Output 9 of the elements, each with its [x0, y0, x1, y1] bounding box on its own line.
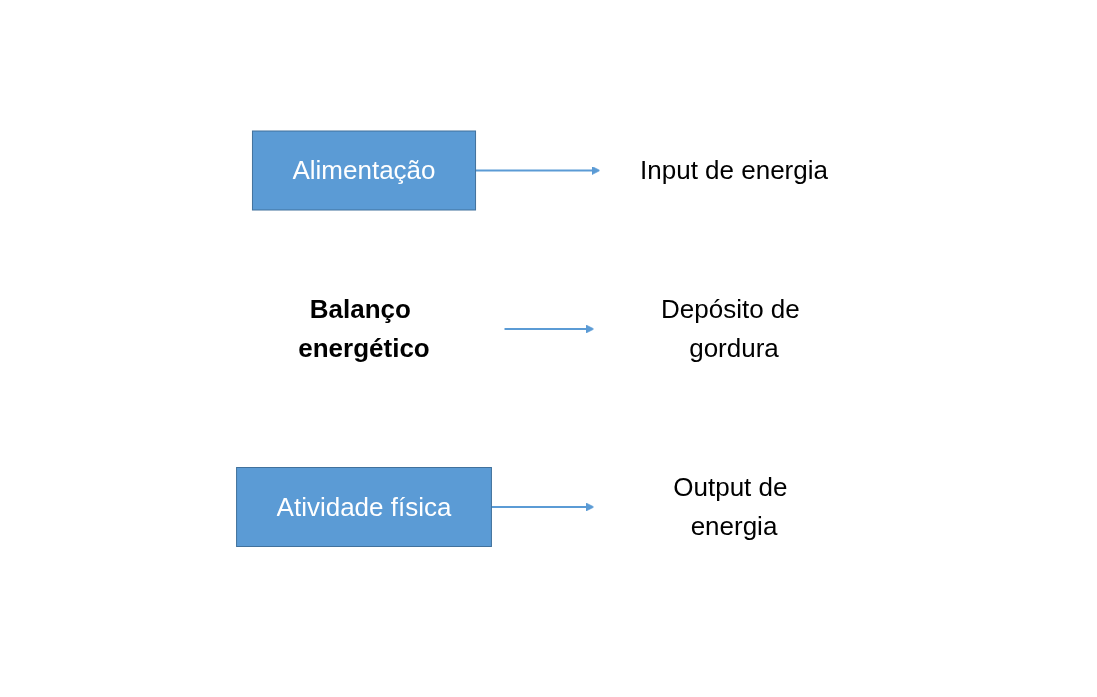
node-text: Output de energia	[672, 472, 787, 541]
node-text: Input de energia	[639, 155, 828, 185]
node-box: Atividade física	[235, 467, 492, 547]
node-text: Balanço energético	[297, 294, 430, 363]
arrow	[489, 502, 594, 512]
arrow	[474, 166, 600, 175]
node-text: Depósito de gordura	[660, 294, 800, 363]
arrow	[502, 324, 594, 334]
node-box: Alimentação	[251, 130, 476, 211]
